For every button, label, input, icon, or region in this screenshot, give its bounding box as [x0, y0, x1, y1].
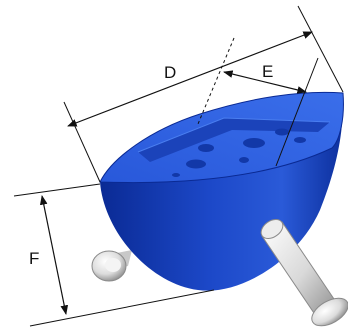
top-holes	[172, 128, 306, 177]
left-pin	[91, 250, 132, 282]
dimension-d: D	[63, 5, 344, 183]
dimension-f-label: F	[29, 249, 39, 268]
dimension-e: E	[197, 37, 319, 167]
right-pin	[260, 218, 348, 327]
dimension-f: F	[13, 183, 215, 327]
dimension-e-label: E	[262, 62, 273, 81]
dimension-d-label: D	[164, 63, 176, 82]
